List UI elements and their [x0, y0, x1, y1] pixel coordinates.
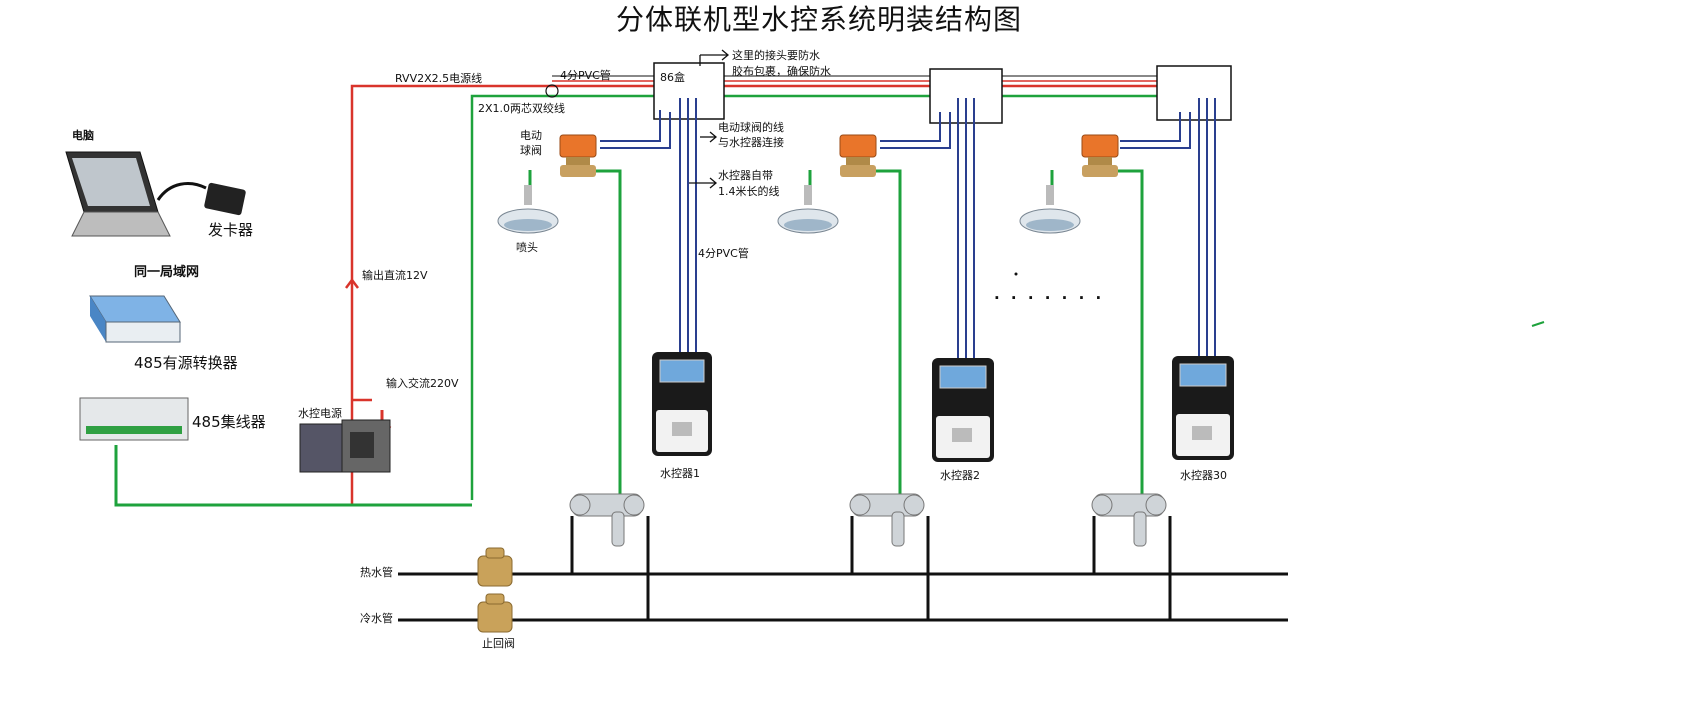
valve-wire-note-1: 电动球阀的线 [718, 121, 784, 134]
power-supply-label: 水控电源 [298, 407, 342, 420]
shower-head-label: 喷头 [516, 241, 538, 254]
controller-wires [600, 98, 1216, 360]
card-issuer-label: 发卡器 [208, 221, 254, 239]
waterproof-note-2: 胶布包裹，确保防水 [732, 65, 831, 78]
shower-heads [497, 185, 1081, 234]
check-valve-label: 止回阀 [482, 637, 515, 650]
controller-wire-note-1: 水控器自带 [718, 169, 773, 182]
water-controllers [652, 352, 1234, 462]
hot-pipe-label: 热水管 [360, 566, 393, 579]
controller-wire-note-2: 1.4米长的线 [718, 185, 780, 198]
box86-label: 86盒 [660, 71, 685, 84]
controller-30-label: 水控器30 [1180, 469, 1227, 482]
converter-label: 485有源转换器 [134, 354, 238, 372]
twisted-pair-label: 2X1.0两芯双绞线 [478, 102, 566, 115]
power-supply-box [299, 419, 391, 473]
computer-label: 电脑 [72, 129, 94, 142]
electric-valves [559, 134, 1119, 177]
power-cable-label: RVV2X2.5电源线 [395, 72, 483, 85]
mixer-faucets [569, 493, 1167, 547]
hub-device [79, 397, 189, 441]
electric-valve-label-2: 球阀 [520, 144, 542, 157]
converter-device [89, 295, 181, 343]
laptop [65, 151, 171, 237]
check-valves [477, 547, 513, 633]
more-units-ellipsis: · · · · · · · [994, 289, 1105, 307]
stray-mark [1531, 321, 1545, 327]
pvc-vertical-label: 4分PVC管 [698, 247, 749, 260]
hub-label: 485集线器 [192, 413, 266, 431]
controller-2-label: 水控器2 [940, 469, 980, 482]
cold-pipe-label: 冷水管 [360, 612, 393, 625]
pvc-top-label: 4分PVC管 [560, 69, 611, 82]
diagram-title: 分体联机型水控系统明装结构图 [616, 3, 1023, 36]
electric-valve-label-1: 电动 [520, 129, 542, 142]
main-pipes [398, 516, 1288, 622]
card-reader [156, 182, 246, 216]
waterproof-note-1: 这里的接头要防水 [732, 49, 820, 62]
dot-mark [1014, 272, 1018, 276]
valve-wire-note-2: 与水控器连接 [718, 136, 784, 149]
input-ac-label: 输入交流220V [386, 377, 459, 390]
controller-1-label: 水控器1 [660, 467, 700, 480]
same-lan-label: 同一局域网 [134, 265, 200, 280]
box-86-3 [1156, 65, 1232, 121]
output-dc-label: 输出直流12V [362, 269, 428, 282]
